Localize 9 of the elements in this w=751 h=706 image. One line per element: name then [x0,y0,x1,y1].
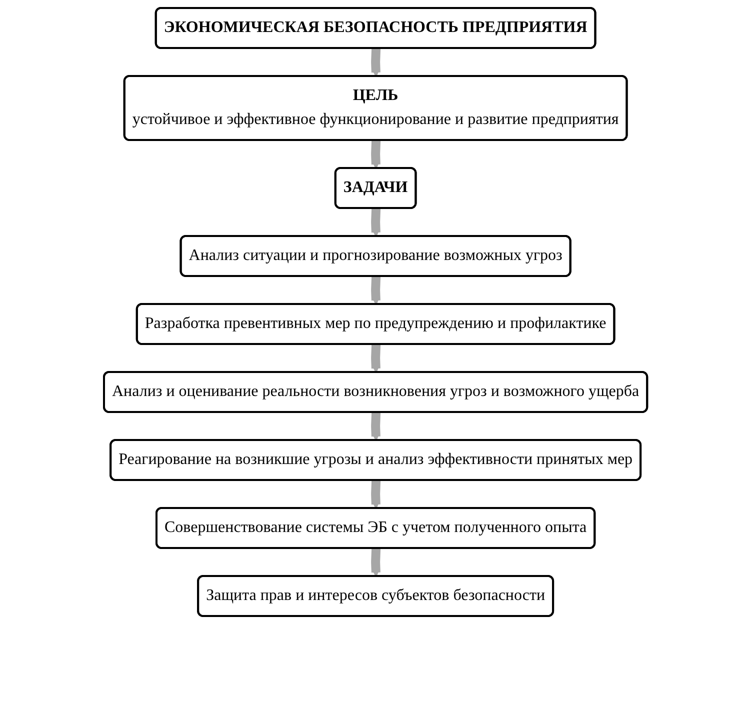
arrow [371,48,380,77]
node-text: Анализ и оценивание реальности возникновения угроз и возможного ущерба [112,383,640,400]
arrow [371,412,380,441]
arrow [371,140,380,169]
arrow [371,480,380,509]
arrow [371,276,380,305]
arrow [371,208,380,237]
arrow [371,548,380,577]
arrow [371,344,380,373]
